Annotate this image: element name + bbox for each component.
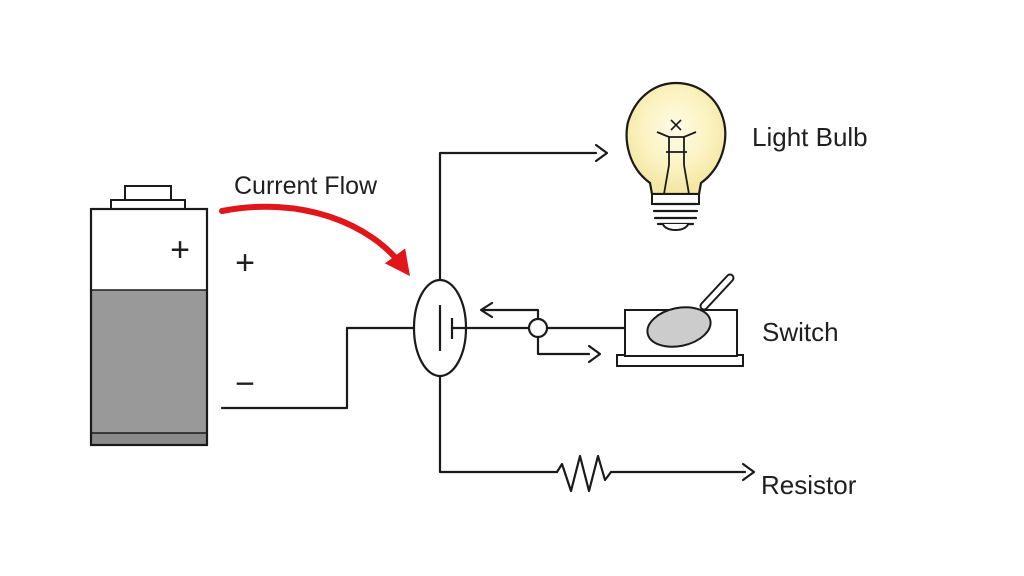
switch-node <box>527 317 549 339</box>
current-flow-arrow <box>219 203 410 277</box>
switch-disc <box>646 306 712 348</box>
battery-minus-label: − <box>235 365 255 403</box>
main-vertical-bus-top <box>438 151 598 283</box>
switch-label: Switch <box>762 317 839 347</box>
bulb-stem <box>663 137 690 195</box>
bulb-filament <box>656 131 697 138</box>
light-bulb-icon <box>625 81 727 231</box>
zigzag-resistor-icon <box>555 454 747 493</box>
bulb-collar <box>651 193 700 205</box>
toggle-switch-icon <box>616 273 744 367</box>
main-vertical-bus-bottom <box>438 374 559 474</box>
switch-lever-core <box>701 275 733 309</box>
bulb-glass <box>625 81 727 196</box>
battery-body <box>89 207 209 447</box>
switch-return-arrowhead <box>479 301 494 319</box>
resistor-arrowhead <box>741 462 756 482</box>
battery-icon: + <box>89 185 209 447</box>
switch-outgoing-arrowhead <box>587 344 602 364</box>
resistor-label: Resistor <box>761 470 857 500</box>
battery-plus-inner-label: + <box>170 231 190 269</box>
battery-terminal-cap <box>124 185 172 202</box>
bulb-tip <box>662 223 689 231</box>
bulb-feed-arrowhead <box>594 143 609 163</box>
battery-plus-label: + <box>235 244 255 282</box>
battery-charge-fill <box>91 290 207 435</box>
battery-terminal-base <box>110 199 186 210</box>
junction-cell-symbol <box>412 278 468 378</box>
bulb-screw-base <box>652 202 699 226</box>
light-bulb-label: Light Bulb <box>752 122 868 152</box>
battery-negative-wire <box>220 326 418 410</box>
current-flow-label: Current Flow <box>234 172 378 200</box>
switch-outgoing-wire <box>536 335 591 356</box>
bulb-filament-top <box>670 119 682 131</box>
battery-bottom-band <box>90 432 208 446</box>
